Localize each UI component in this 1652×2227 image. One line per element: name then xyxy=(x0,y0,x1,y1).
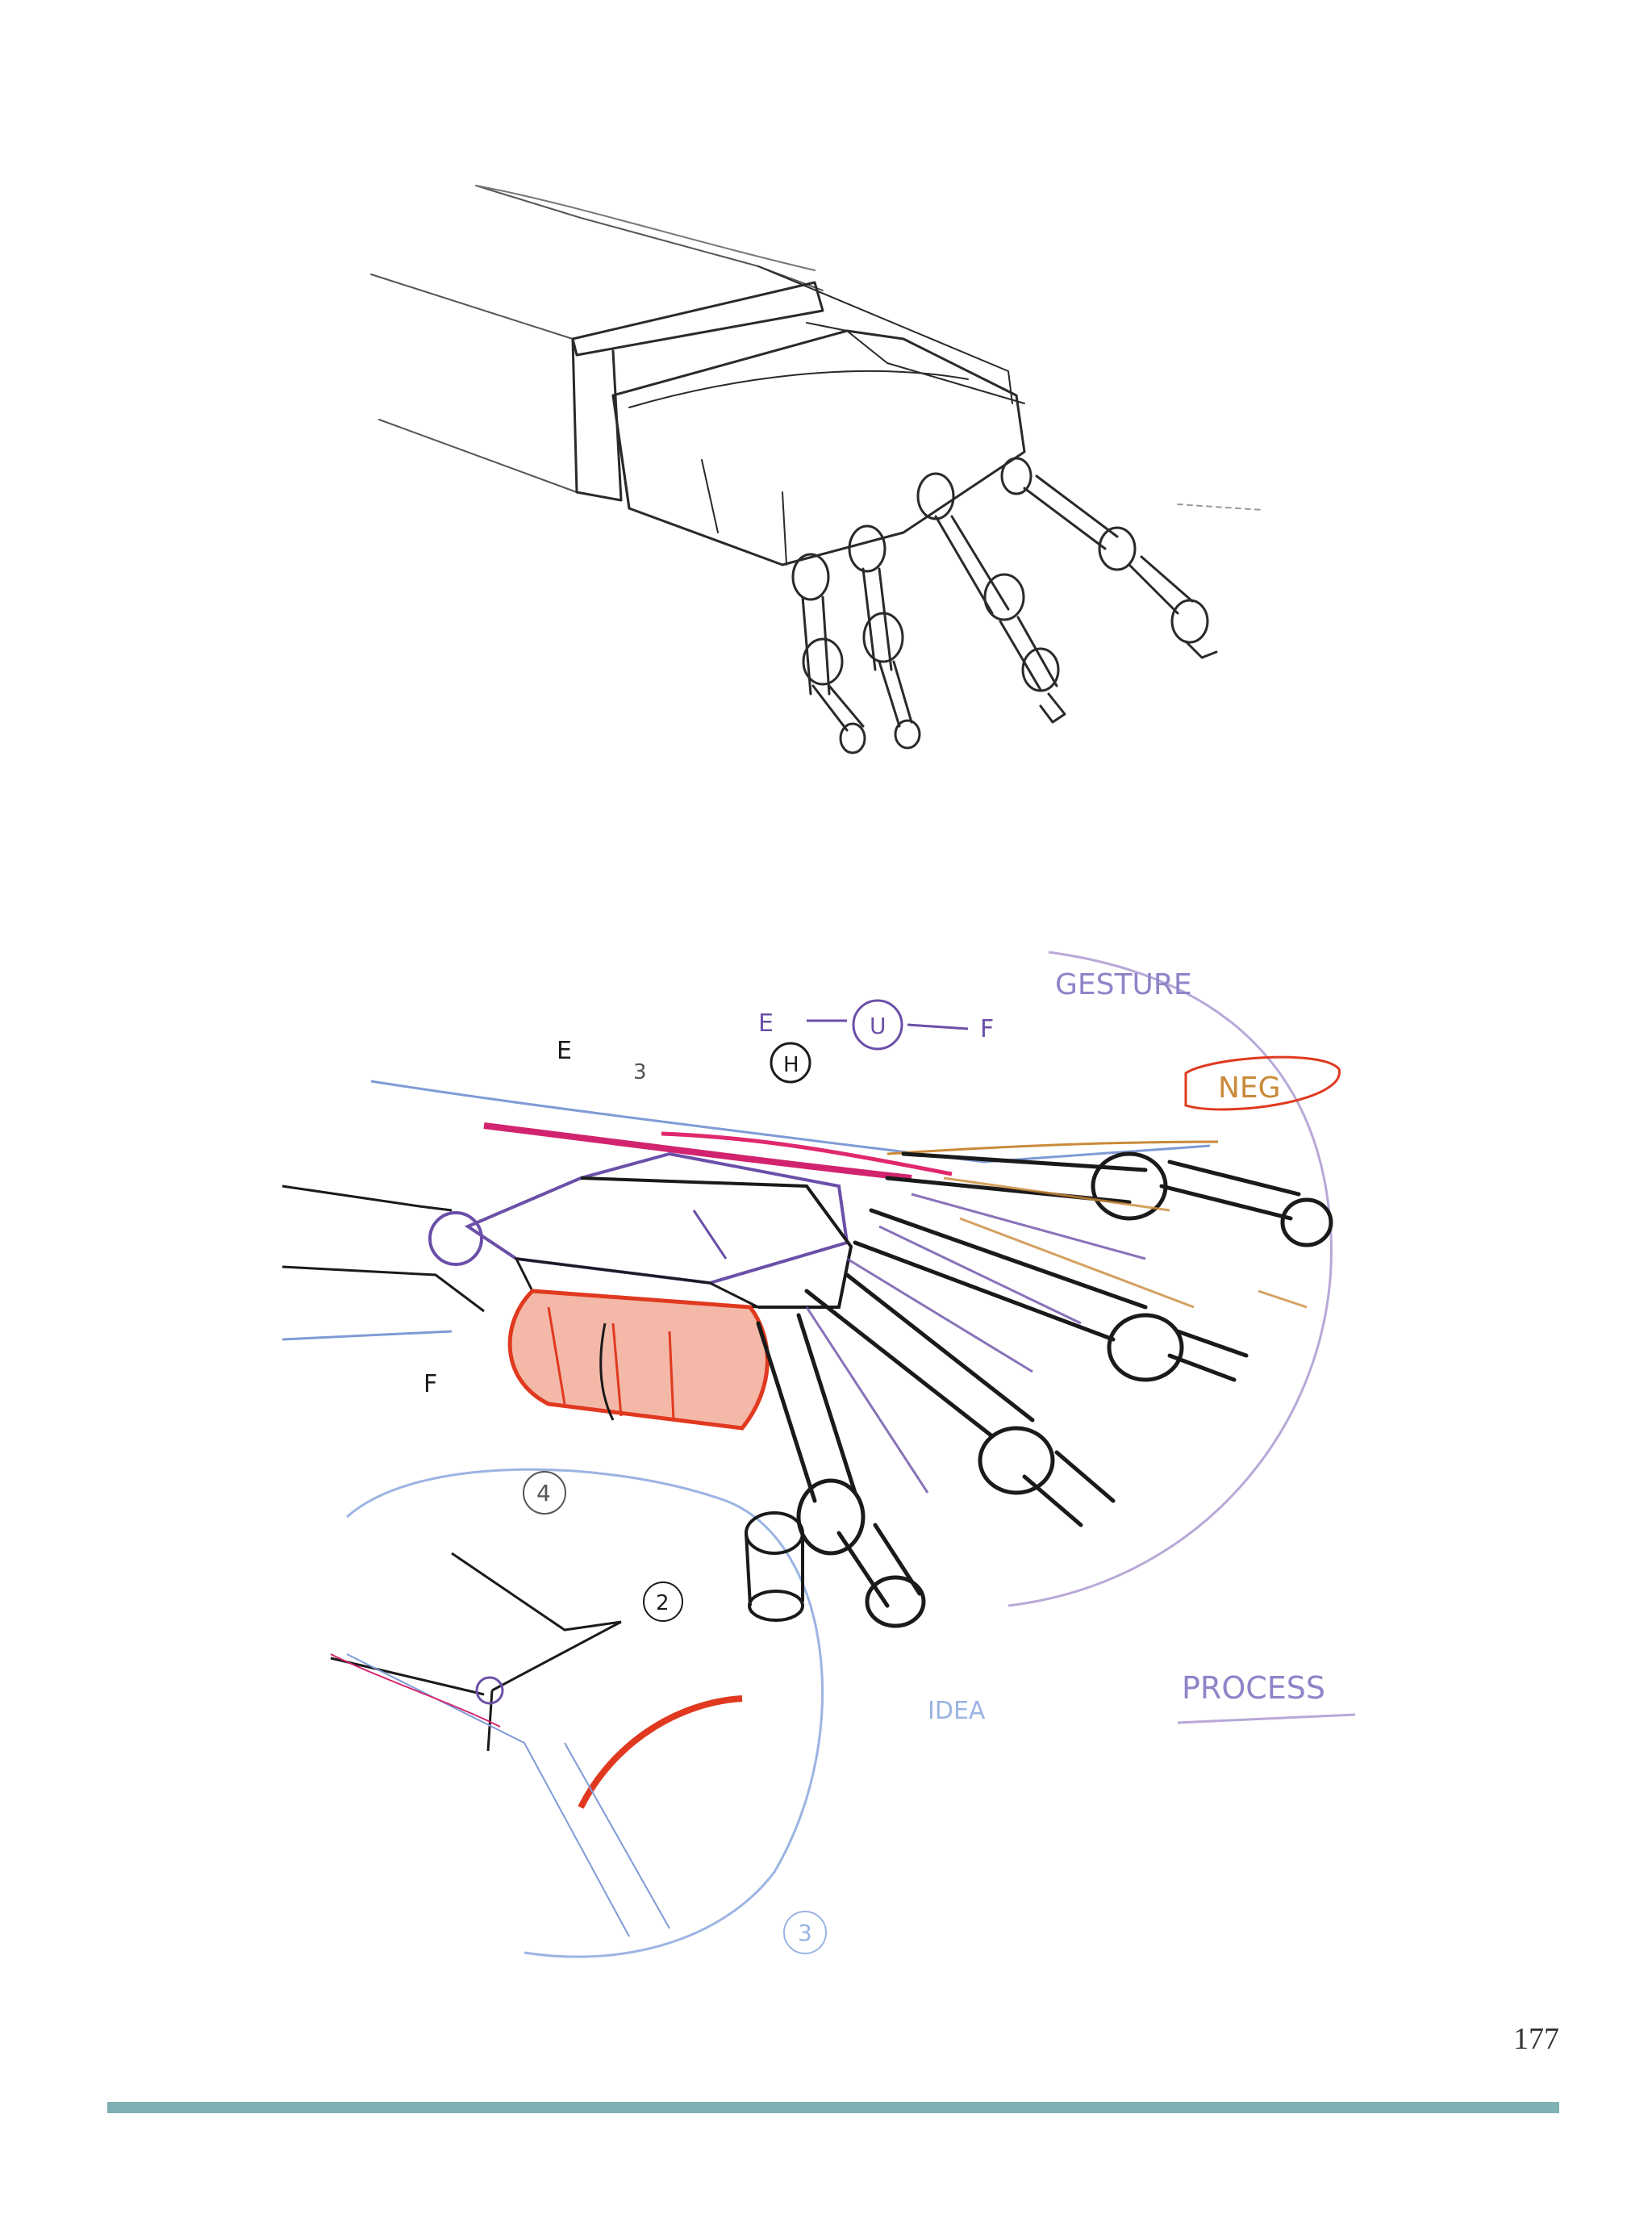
mechanical-hand-sketch xyxy=(370,185,1263,754)
label-4: 4 xyxy=(536,1480,551,1506)
label-3-bottom: 3 xyxy=(798,1920,812,1946)
page-number: 177 xyxy=(1513,2022,1559,2056)
label-process: PROCESS xyxy=(1182,1670,1325,1706)
label-3-top: 3 xyxy=(633,1060,647,1084)
label-e-top: E xyxy=(557,1037,572,1065)
label-idea: IDEA xyxy=(928,1697,986,1725)
label-e-mid: E xyxy=(758,1009,774,1038)
label-2: 2 xyxy=(656,1591,670,1615)
label-f-left: F xyxy=(423,1370,437,1398)
label-neg: NEG xyxy=(1218,1072,1281,1105)
colored-hand-construction-sketch: GESTURE NEG PROCESS IDEA E E F F U H 3 4… xyxy=(282,951,1356,1958)
label-f-mid: F xyxy=(980,1015,994,1043)
footer-rule xyxy=(107,2102,1559,2113)
label-h: H xyxy=(783,1053,799,1077)
label-u: U xyxy=(870,1013,886,1039)
label-gesture: GESTURE xyxy=(1055,968,1192,1001)
